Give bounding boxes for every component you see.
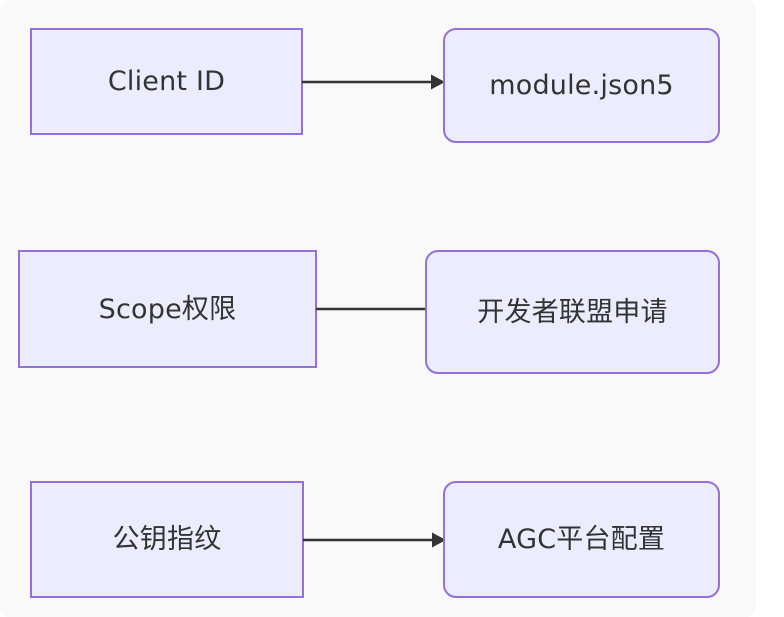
node-module-json[interactable]: module.json5 <box>443 28 720 143</box>
node-label: 开发者联盟申请 <box>477 296 668 328</box>
node-label: module.json5 <box>489 70 674 101</box>
node-public-key-fingerprint[interactable]: 公钥指纹 <box>30 481 304 598</box>
edge-pubkey-to-agc-config <box>303 529 446 551</box>
node-client-id[interactable]: Client ID <box>30 28 303 135</box>
diagram-canvas: Client ID module.json5 Scope权限 开发者联盟申请 <box>0 0 756 617</box>
node-agc-platform-config[interactable]: AGC平台配置 <box>443 481 720 598</box>
node-label: AGC平台配置 <box>497 524 666 555</box>
node-label: Client ID <box>107 66 226 97</box>
node-label: Scope权限 <box>98 293 237 325</box>
flow-row-2: Scope权限 开发者联盟申请 <box>0 230 756 390</box>
edge-client-id-to-module-json <box>302 71 445 93</box>
arrow-head-right-icon <box>431 74 445 90</box>
arrow-head-right-icon <box>432 532 446 548</box>
node-label: 公钥指纹 <box>112 524 222 555</box>
flow-row-3: 公钥指纹 AGC平台配置 <box>0 460 756 617</box>
flow-row-1: Client ID module.json5 <box>0 0 756 160</box>
node-developer-alliance-application[interactable]: 开发者联盟申请 <box>425 250 720 374</box>
node-scope-permission[interactable]: Scope权限 <box>18 250 317 368</box>
